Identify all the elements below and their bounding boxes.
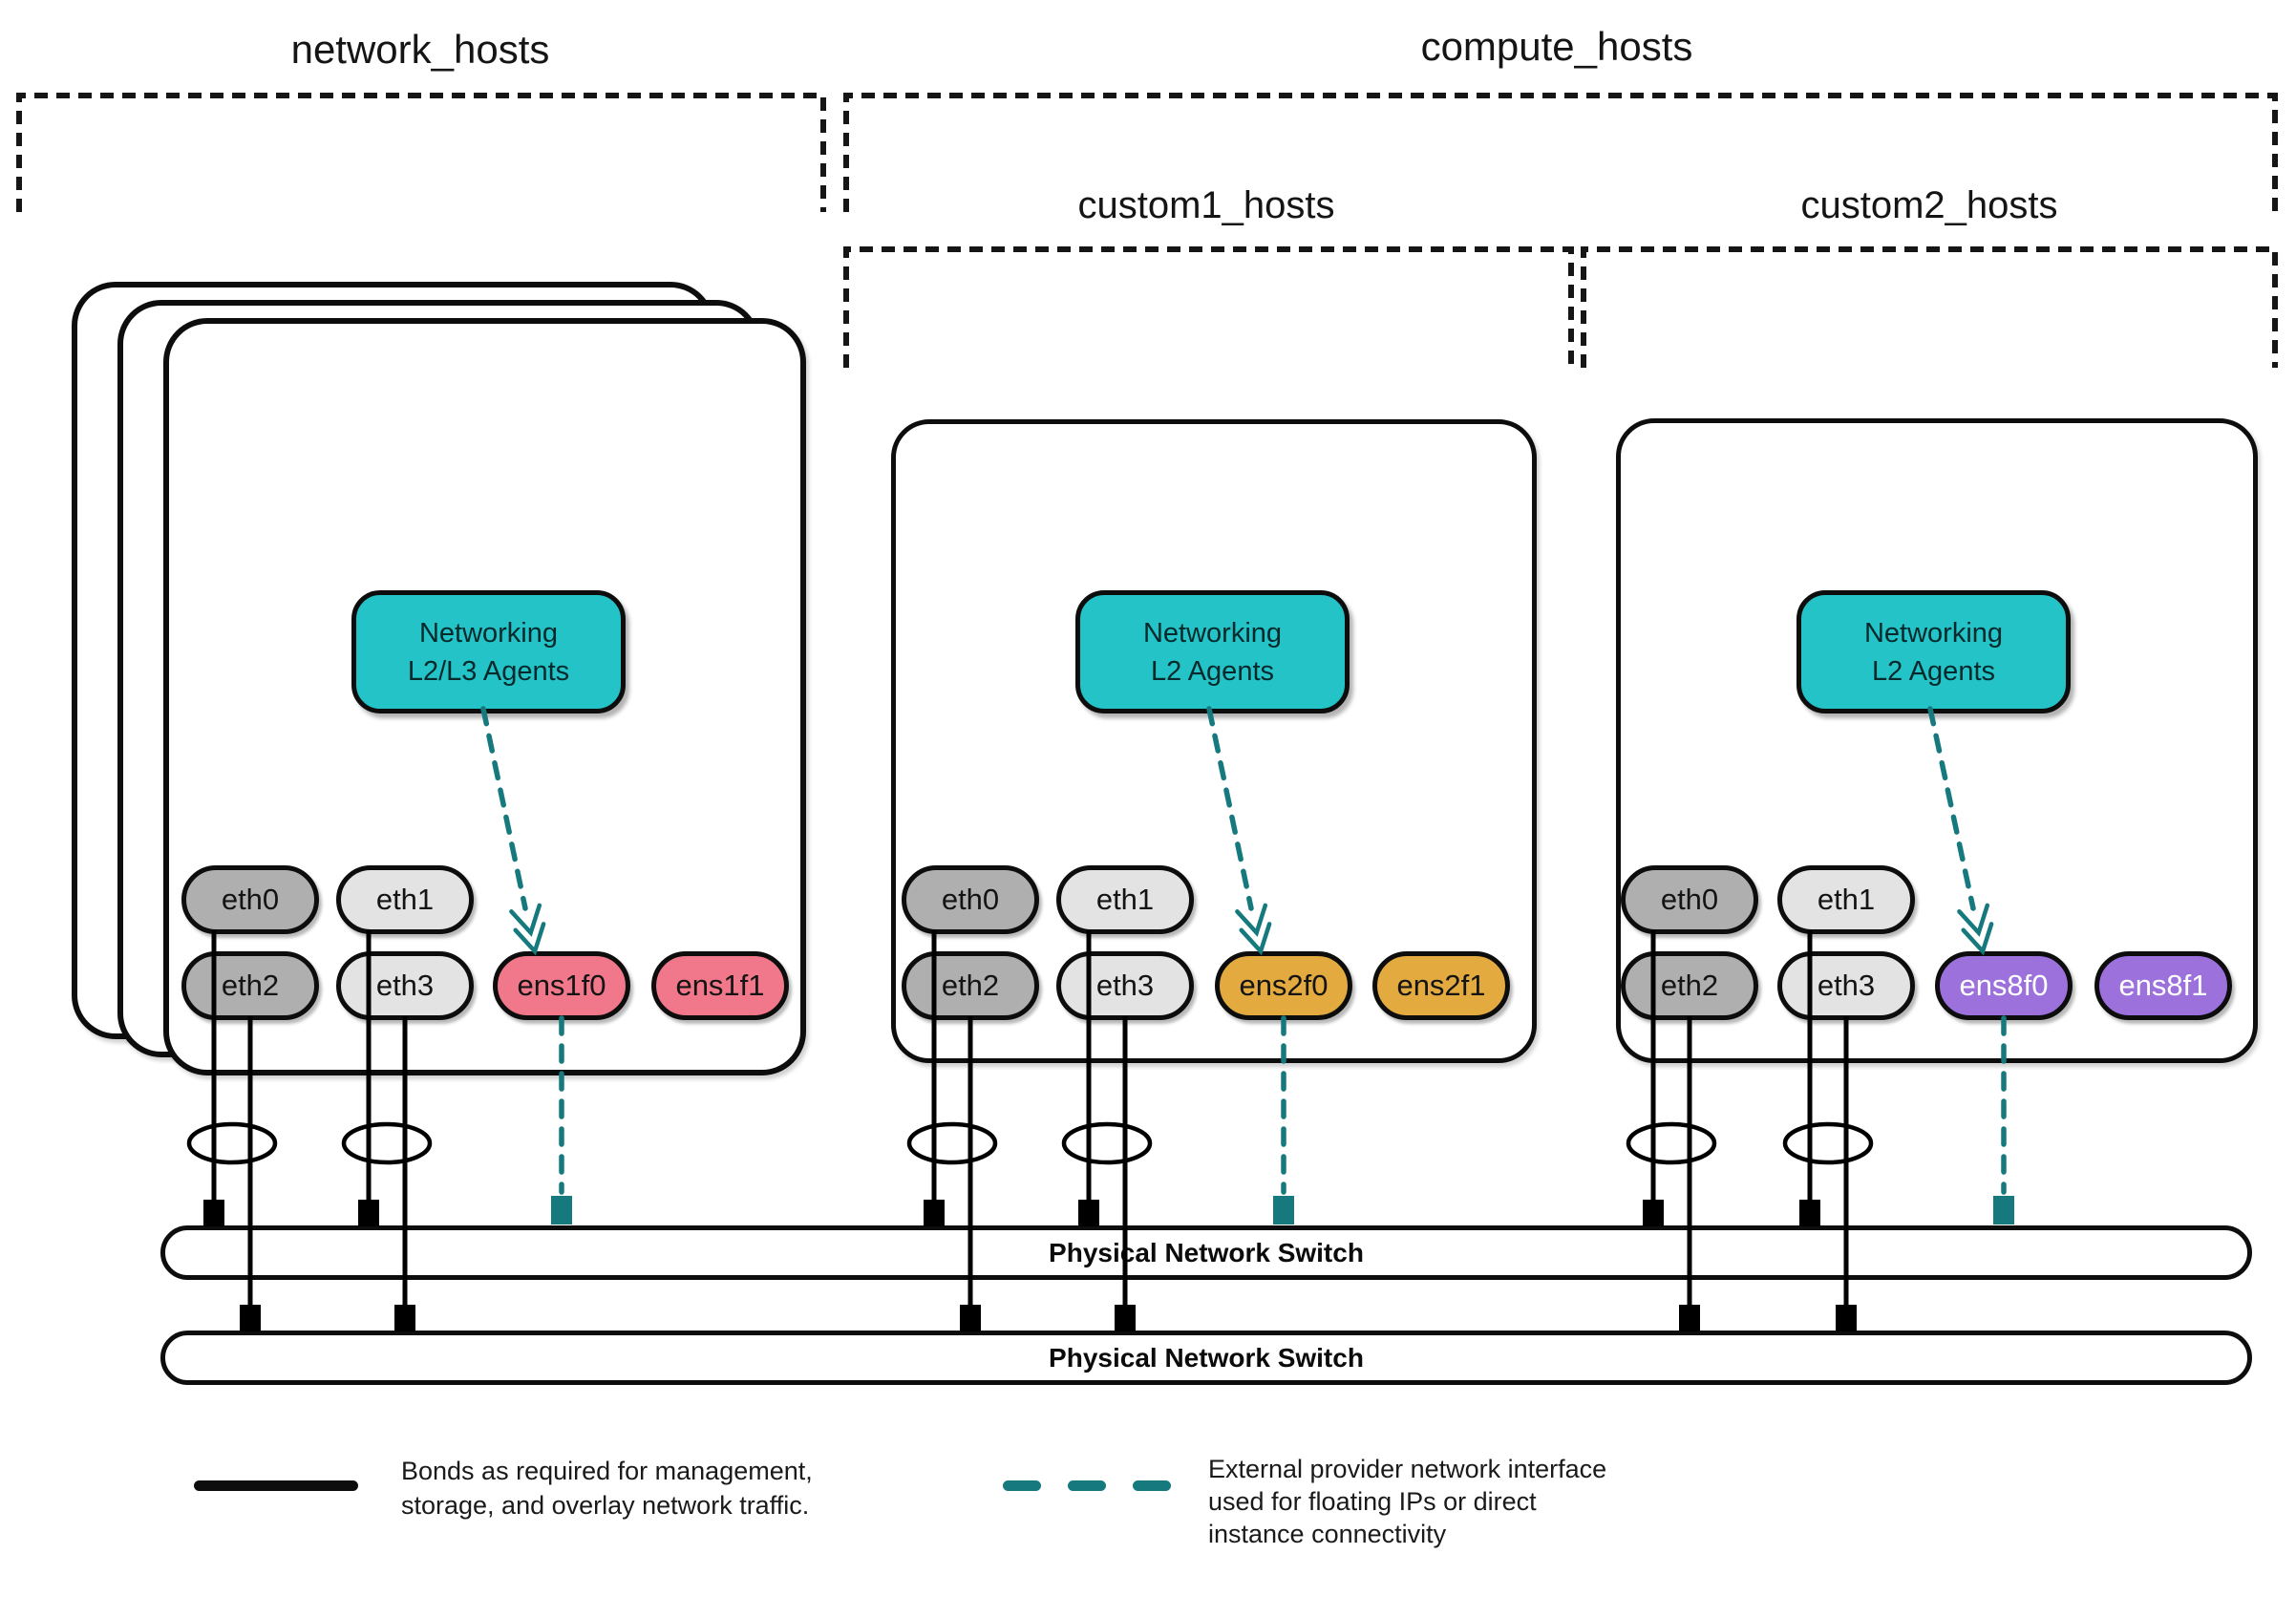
host3-interface-pill-eth0: eth0 [1621,865,1758,934]
host2-interface-pill-ens2f1: ens2f1 [1372,951,1510,1020]
host2-networking-agents-box: Networking L2 Agents [1075,590,1350,713]
host1-interface-pill-eth2: eth2 [181,951,319,1020]
host2-interface-pill-eth2: eth2 [902,951,1039,1020]
host2-interface-pill-eth3: eth3 [1056,951,1194,1020]
custom1-hosts-bracket [843,246,1574,368]
host3-interface-pill-ens8f1: ens8f1 [2094,951,2232,1020]
host3-bond-ellipses [1626,1121,1874,1165]
physical-network-switch-2: Physical Network Switch [160,1331,2252,1385]
host2-interface-pill-ens2f0: ens2f0 [1215,951,1352,1020]
legend-provider-dash-swatch [1003,1480,1171,1491]
host1-interface-pill-eth0: eth0 [181,865,319,934]
group-label-custom1-hosts: custom1_hosts [1077,184,1335,226]
host1-interface-pill-ens1f0: ens1f0 [493,951,630,1020]
group-label-network-hosts: network_hosts [290,27,550,72]
legend-dash-segment [1068,1480,1106,1491]
host2-bond-ellipses [906,1121,1153,1165]
host3-interface-pill-eth2: eth2 [1621,951,1758,1020]
host1-interface-pill-eth1: eth1 [336,865,474,934]
legend-bond-text: Bonds as required for management, storag… [401,1457,813,1520]
host2-interface-pill-eth0: eth0 [902,865,1039,934]
legend-dash-segment [1133,1480,1171,1491]
physical-network-switch-2-label: Physical Network Switch [1049,1342,1364,1373]
group-label-custom2-hosts: custom2_hosts [1800,184,2058,226]
custom2-hosts-bracket [1581,246,2278,368]
host1-interface-pill-ens1f1: ens1f1 [651,951,789,1020]
group-label-compute-hosts: compute_hosts [1420,24,1693,69]
host3-interface-pill-ens8f0: ens8f0 [1935,951,2073,1020]
host2-interface-pill-eth1: eth1 [1056,865,1194,934]
host3-interface-pill-eth1: eth1 [1777,865,1915,934]
physical-network-switch-1: Physical Network Switch [160,1225,2252,1280]
network-hosts-bracket [16,93,826,212]
legend-dash-segment [1003,1480,1041,1491]
host3-networking-agents-box: Networking L2 Agents [1796,590,2071,713]
host1-bond-ellipses [186,1121,433,1165]
host1-networking-agents-box: Networking L2/L3 Agents [351,590,626,713]
legend-bond-line-swatch [194,1480,358,1491]
host1-interface-pill-eth3: eth3 [336,951,474,1020]
physical-network-switch-1-label: Physical Network Switch [1049,1237,1364,1267]
host3-interface-pill-eth3: eth3 [1777,951,1915,1020]
legend-provider-text: External provider network interface used… [1208,1455,1607,1548]
